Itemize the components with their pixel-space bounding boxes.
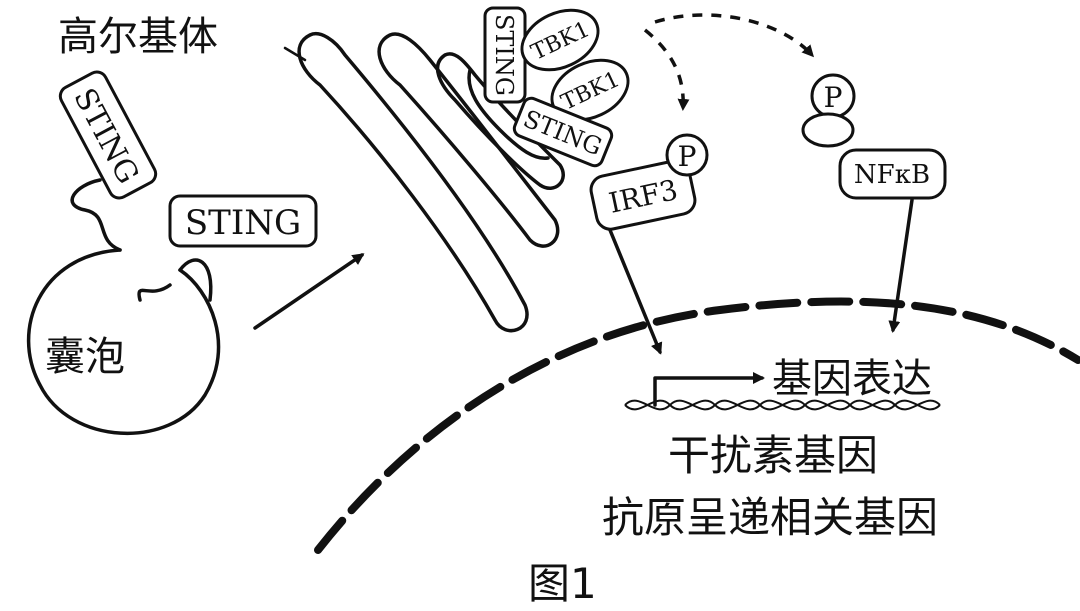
sting-vertical: STING	[483, 6, 527, 104]
interferon-gene-label: 干扰素基因	[668, 431, 878, 480]
antigen-gene-label: 抗原呈递相关基因	[602, 493, 938, 542]
figure-caption: 图1	[528, 559, 597, 608]
sting-vesicle-tilted: STING	[58, 70, 158, 200]
dna-helix	[624, 399, 941, 411]
golgi-apparatus	[297, 32, 565, 333]
sting-tilted: STING	[512, 96, 614, 168]
golgi-pointer	[283, 46, 307, 62]
transcription-arrow	[653, 372, 765, 407]
nfkb-phosphorylated: P NFκB	[801, 73, 947, 200]
phospho-label: P	[824, 81, 843, 114]
vesicle: 囊泡	[26, 178, 221, 435]
dashed-arrow-to-irf3	[643, 28, 690, 111]
arrow-irf3-to-nucleus	[608, 228, 663, 355]
sting-vesicle-horizontal: STING	[168, 194, 318, 248]
golgi-label: 高尔基体	[58, 14, 218, 60]
tbk1-ellipse-1: TBK1	[520, 8, 600, 72]
sting-tbk1-complex-2: TBK1 STING	[512, 58, 630, 168]
irf3-phosphorylated: IRF3 P	[589, 133, 709, 231]
sting-label: STING	[490, 14, 518, 96]
nuclear-envelope	[314, 297, 1080, 554]
sting-tbk1-complex-1: STING TBK1	[483, 6, 600, 104]
arrow-nfkb-to-nucleus	[888, 198, 914, 333]
gene-expression-label: 基因表达	[772, 356, 932, 402]
dashed-arrow-to-nfkb	[654, 13, 815, 58]
vesicle-label: 囊泡	[45, 334, 125, 380]
tbk1-ellipse-2: TBK1	[550, 58, 630, 122]
arrow-vesicle-to-golgi	[253, 253, 365, 330]
sting-label: STING	[185, 203, 301, 243]
nfkb-label: NFκB	[854, 160, 930, 190]
phospho-label: P	[678, 140, 697, 173]
